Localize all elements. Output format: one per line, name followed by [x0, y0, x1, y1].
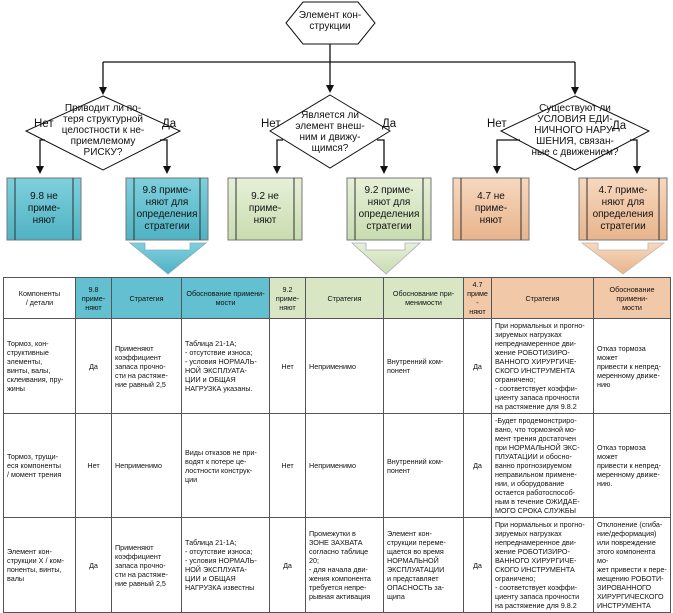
box-9-2-no: [227, 177, 303, 241]
table-cell: Элемент кон- струкции X / ком- поненты, …: [3, 517, 76, 613]
box-9-8-no-label: 9.8 не приме- няют: [27, 191, 61, 226]
box-9-2-no-label: 9.2 не приме- няют: [248, 191, 282, 226]
table-cell: Отклонение (сгиба- ние/деформация) или п…: [593, 517, 671, 613]
table-cell: Элемент кон- струкции переме- щается во …: [383, 517, 464, 613]
table-cell: Таблица 21-1А; - отсутствие износа; - ус…: [181, 517, 270, 613]
decision-diamond-2: [269, 94, 391, 169]
table-cell: При нормальных и прогно- зируемых нагруз…: [491, 318, 594, 414]
pointer-9-2: [350, 242, 422, 275]
label-q1-yes: Да: [162, 118, 177, 130]
table-cell: Да: [269, 517, 306, 613]
table-cell: Виды отказов не при- водят к потере це- …: [181, 413, 270, 518]
header-9-8-applied: 9.8 приме- няют: [75, 277, 112, 319]
box-9-8-yes: [125, 177, 209, 241]
box-4-7-yes: [578, 177, 668, 241]
table-cell: Да: [75, 517, 112, 613]
box-9-8-yes-label: 9.8 приме- няют для определения стратеги…: [136, 185, 198, 232]
box-9-2-yes: [346, 177, 432, 241]
arrow-q1-yes: [160, 139, 171, 174]
applicability-table: Компоненты / детали 9.8 приме- няют Стра…: [3, 277, 671, 613]
header-9-2-justification: Обоснование при- менимости: [383, 277, 464, 319]
decision-diamond-1: [24, 95, 182, 171]
arrow-q1-no: [36, 139, 45, 174]
result-box-shapes: [6, 177, 668, 241]
label-q3-no: Нет: [487, 118, 507, 130]
table-cell: Внутренний ком- понент: [383, 318, 464, 414]
header-9-8-strategy: Стратегия: [111, 277, 182, 319]
table-cell: Тормоз, кон- структивные элементы, винты…: [3, 318, 76, 414]
table-cell: Неприменимо: [305, 413, 384, 518]
decision-diamond-3: [499, 95, 651, 171]
label-q1-no: Нет: [34, 118, 54, 130]
table-cell: Внутренний ком- понент: [383, 413, 464, 518]
table-cell: Да: [463, 318, 492, 414]
pointer-9-8: [128, 242, 208, 275]
box-9-8-no: [6, 177, 82, 241]
header-9-2-strategy: Стратегия: [305, 277, 384, 319]
table-cell: Нет: [269, 318, 306, 414]
table-cell: Да: [75, 318, 112, 414]
table-cell: Нет: [269, 413, 306, 518]
box-4-7-no: [452, 177, 530, 241]
question-1: Приводит ли по- теря структурной целостн…: [61, 103, 145, 158]
table-cell: При нормальных и прогно- зируемых нагруз…: [491, 517, 594, 613]
table-cell: Промежутки в ЗОНЕ ЗАХВАТА согласно табли…: [305, 517, 384, 613]
header-9-8-justification: Обоснование примени- мости: [181, 277, 270, 319]
top-node-hexagon: [285, 1, 376, 45]
table-cell: Отказ тормоза может привести к непред- м…: [593, 413, 671, 518]
table-cell: Таблица 21-1А; - отсутствие износа; - ус…: [181, 318, 270, 414]
label-q2-no: Нет: [261, 118, 281, 130]
arrow-q2-no: [273, 139, 283, 174]
table-cell: Неприменимо: [111, 413, 182, 518]
table-cell: Да: [463, 517, 492, 613]
arrow-q3-yes: [630, 139, 641, 174]
decision-flowchart: [6, 1, 668, 275]
table-cell: Нет: [75, 413, 112, 518]
header-4-7-strategy: Стратегия: [491, 277, 594, 319]
top-node-label: Элемент кон- струкции: [298, 10, 362, 32]
table-cell: -Будет продемонстриро- вано, что тормозн…: [491, 413, 594, 518]
header-components: Компоненты / детали: [3, 277, 76, 319]
header-9-2-applied: 9.2 приме- няют: [269, 277, 306, 319]
header-4-7-applied: 4.7 приме- няют: [463, 277, 492, 319]
table-cell: Да: [463, 413, 492, 518]
question-2: Является ли элемент внеш- ним и движу- щ…: [295, 110, 365, 154]
table-header-row: Компоненты / детали 9.8 приме- няют Стра…: [3, 277, 671, 319]
table-row: Тормоз, кон- структивные элементы, винты…: [3, 318, 671, 414]
box-9-2-yes-label: 9.2 приме- няют для определения стратеги…: [358, 185, 420, 232]
table-cell: Неприменимо: [305, 318, 384, 414]
table-cell: Отказ тормоза может привести к непред- м…: [593, 318, 671, 414]
question-3: Существуют ли УСЛОВИЯ ЕДИ- НИЧНОГО НАРУ-…: [531, 103, 619, 158]
table-cell: Тормоз, трущи- еся компоненты / момент т…: [3, 413, 76, 518]
arrow-q3-no: [493, 139, 520, 174]
pointer-4-7: [580, 242, 666, 275]
label-q3-yes: Да: [612, 120, 627, 132]
table-cell: Применяют коэффициент запаса прочно- сти…: [111, 318, 182, 414]
arrow-q2-yes: [377, 139, 388, 174]
table-row: Элемент кон- струкции X / ком- поненты, …: [3, 517, 671, 613]
box-4-7-yes-label: 4.7 приме- няют для определения стратеги…: [592, 185, 654, 232]
box-4-7-no-label: 4.7 не приме- няют: [474, 191, 508, 226]
table-cell: Применяют коэффициент запаса прочно- сти…: [111, 517, 182, 613]
table-row: Тормоз, трущи- еся компоненты / момент т…: [3, 413, 671, 518]
header-4-7-justification: Обоснование примени- мости: [593, 277, 671, 319]
label-q2-yes: Да: [382, 118, 397, 130]
